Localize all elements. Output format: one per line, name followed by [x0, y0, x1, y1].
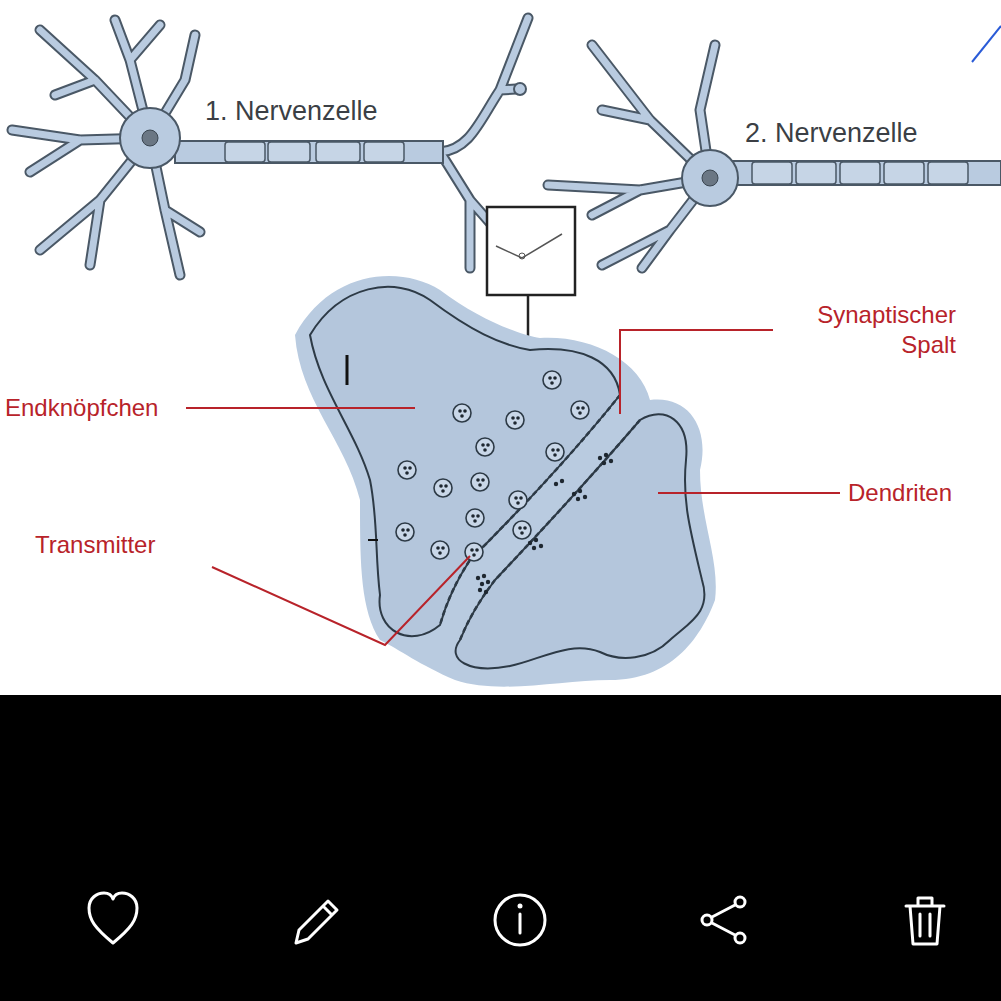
terminal-label: Endknöpfchen	[5, 394, 158, 421]
dendrite-label: Dendriten	[848, 479, 952, 506]
neuron-label: 1. Nervenzelle	[205, 96, 378, 126]
label-box: Endknöpfchen	[5, 393, 183, 423]
transmitter-label: Transmitter	[35, 531, 155, 558]
label-box: Synaptischer Spalt	[780, 300, 956, 360]
label-box: 2. Nervenzelle	[745, 118, 965, 148]
neuron-label: 2. Nervenzelle	[745, 118, 918, 148]
label-box: Dendriten	[848, 478, 996, 508]
cleft-label: Synaptischer Spalt	[817, 301, 956, 358]
label-box: Transmitter	[35, 530, 215, 560]
label-box: 1. Nervenzelle	[205, 96, 425, 126]
